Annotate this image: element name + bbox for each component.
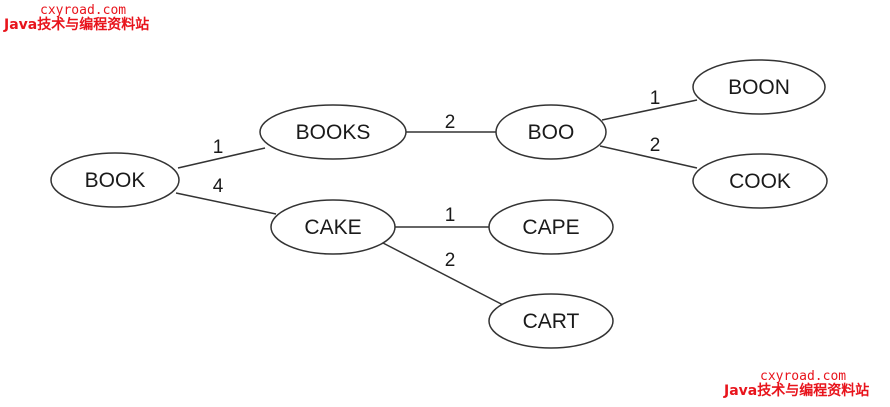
watermark-bottom: cxyroad.com Java技术与编程资料站 xyxy=(724,369,869,399)
watermark-name: Java技术与编程资料站 xyxy=(724,383,870,399)
edge-book-cake xyxy=(175,192,277,215)
watermark-top: cxyroad.com Java技术与编程资料站 xyxy=(4,3,149,33)
node-ellipse xyxy=(50,152,180,208)
node-boon: BOON xyxy=(692,59,826,115)
edge-label: 2 xyxy=(445,250,456,271)
node-label: CAPE xyxy=(522,216,579,239)
watermark-name: Java技术与编程资料站 xyxy=(4,17,150,33)
watermark-url: cxyroad.com xyxy=(40,3,127,18)
edge-label: 1 xyxy=(650,88,661,109)
node-ellipse xyxy=(692,153,828,209)
node-ellipse xyxy=(259,104,407,160)
edge-boo-boon xyxy=(601,99,698,121)
node-label: CAKE xyxy=(304,216,361,239)
edge-label: 4 xyxy=(213,176,224,197)
node-label: CART xyxy=(523,310,580,333)
node-cook: COOK xyxy=(692,153,828,209)
edge-label: 2 xyxy=(650,135,661,156)
edge-label: 1 xyxy=(213,137,224,158)
node-label: BOOKS xyxy=(296,121,371,144)
node-ellipse xyxy=(495,104,607,160)
node-boo: BOO xyxy=(495,104,607,160)
edge-boo-cook xyxy=(599,145,698,169)
node-cake: CAKE xyxy=(270,199,396,255)
node-label: BOOK xyxy=(85,169,146,192)
node-cape: CAPE xyxy=(488,199,614,255)
edge-book-books xyxy=(177,147,266,169)
node-book: BOOK xyxy=(50,152,180,208)
node-ellipse xyxy=(692,59,826,115)
node-label: BOO xyxy=(528,121,575,144)
edge-label: 1 xyxy=(445,205,456,226)
node-ellipse xyxy=(270,199,396,255)
node-ellipse xyxy=(488,293,614,349)
node-cart: CART xyxy=(488,293,614,349)
node-label: COOK xyxy=(729,170,791,193)
watermark-url: cxyroad.com xyxy=(760,369,847,384)
node-books: BOOKS xyxy=(259,104,407,160)
edge-cake-cart xyxy=(382,242,508,308)
edge-label: 2 xyxy=(445,112,456,133)
node-label: BOON xyxy=(728,76,790,99)
node-ellipse xyxy=(488,199,614,255)
